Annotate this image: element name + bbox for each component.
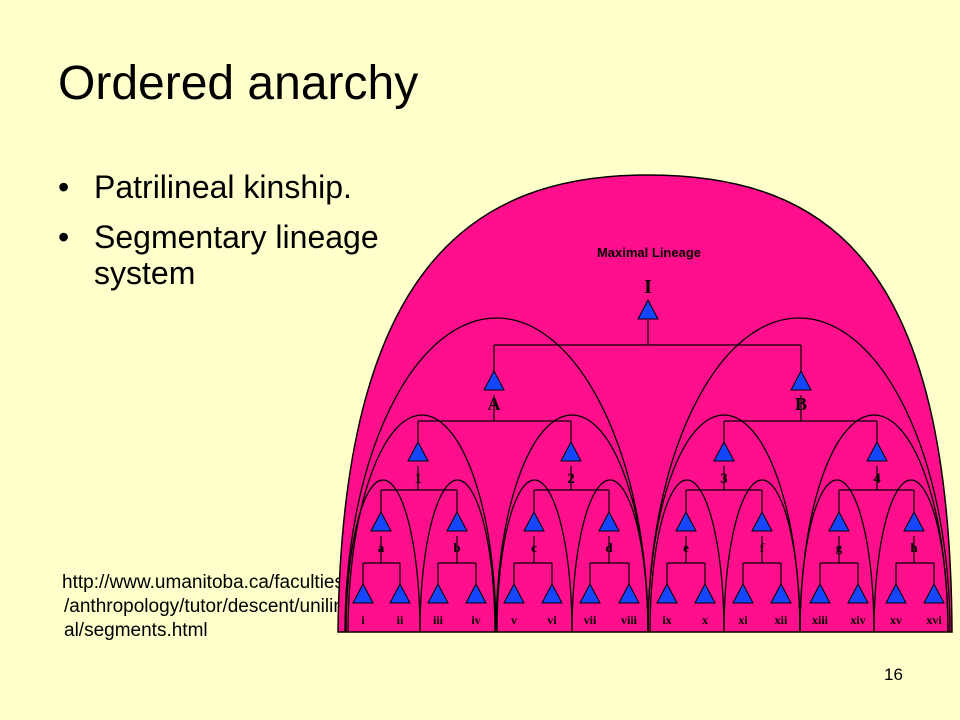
minimal-segment-arch: [649, 479, 725, 633]
source-url: http://www.umanitoba.ca/faculties/arts /…: [62, 571, 372, 642]
leaf-lineage-marker: [923, 582, 945, 604]
leaf-lineage-label: iii: [433, 613, 444, 627]
slide-title: Ordered anarchy: [58, 57, 419, 110]
leaf-lineage-marker: [770, 582, 792, 604]
minor-lineage-marker: [713, 440, 735, 462]
minimal-segment-arch: [723, 479, 801, 633]
leaf-lineage-marker: [618, 582, 640, 604]
leaf-lineage-label: xiii: [812, 613, 829, 627]
leaf-lineage-label: xii: [775, 613, 788, 627]
leaf-lineage-marker: [503, 582, 525, 604]
minor-segment-arch: [347, 414, 497, 633]
major-segment-arch: [344, 317, 649, 633]
leaf-lineage-label: xvi: [926, 613, 942, 627]
leaf-lineage-marker: [656, 582, 678, 604]
maximal-lineage-heading: Maximal Lineage: [597, 245, 701, 260]
minimal-lineage-marker: [675, 510, 697, 532]
minimal-segment-arch: [496, 479, 573, 633]
url-line: /anthropology/tutor/descent/unilineal/se…: [64, 595, 372, 617]
leaf-lineage-label: xi: [738, 613, 748, 627]
leaf-lineage-label: vii: [584, 613, 597, 627]
leaf-lineage-label: xv: [890, 613, 902, 627]
minimal-segment-arch: [571, 479, 649, 633]
leaf-lineage-label: iv: [471, 613, 480, 627]
major-lineage-marker: [790, 369, 812, 391]
minimal-lineage-marker: [828, 510, 850, 532]
minor-lineage-marker: [560, 440, 582, 462]
minimal-segment-arch: [873, 479, 949, 633]
maximal-lineage-dome: [337, 174, 953, 633]
leaf-lineage-marker: [465, 582, 487, 604]
bullet-item: Patrilineal kinship.: [58, 169, 438, 206]
leaf-lineage-label: x: [702, 613, 708, 627]
url-line: al/segments.html: [64, 619, 208, 641]
bullet-item: Segmentary lineage system: [58, 219, 438, 292]
leaf-lineage-label: ix: [662, 613, 671, 627]
minimal-lineage-marker: [370, 510, 392, 532]
url-line: http://www.umanitoba.ca/faculties/arts: [62, 572, 372, 593]
leaf-lineage-label: ii: [397, 613, 404, 627]
minor-lineage-marker: [866, 440, 888, 462]
leaf-lineage-marker: [732, 582, 754, 604]
leaf-lineage-marker: [809, 582, 831, 604]
leaf-lineage-marker: [885, 582, 907, 604]
major-segment-arch: [647, 317, 951, 633]
minimal-lineage-marker: [523, 510, 545, 532]
leaf-lineage-marker: [427, 582, 449, 604]
minimal-segment-arch: [345, 479, 421, 633]
minor-lineage-marker: [407, 440, 429, 462]
leaf-lineage-label: v: [511, 613, 517, 627]
minimal-segment-arch: [419, 479, 496, 633]
minor-segment-arch: [799, 414, 949, 633]
minimal-lineage-marker: [903, 510, 925, 532]
slide-number: 16: [884, 665, 903, 684]
minor-segment-arch: [495, 414, 649, 633]
minor-segment-arch: [647, 414, 801, 633]
minimal-lineage-marker: [751, 510, 773, 532]
leaf-lineage-label: xiv: [850, 613, 865, 627]
leaf-lineage-marker: [389, 582, 411, 604]
minimal-segment-arch: [799, 479, 875, 633]
leaf-lineage-marker: [541, 582, 563, 604]
minimal-lineage-marker: [598, 510, 620, 532]
root-lineage-marker: [637, 298, 659, 320]
major-lineage-marker: [483, 369, 505, 391]
bullet-list: Patrilineal kinship. Segmentary lineage …: [58, 169, 438, 305]
leaf-lineage-marker: [694, 582, 716, 604]
leaf-lineage-label: i: [361, 613, 365, 627]
leaf-lineage-marker: [579, 582, 601, 604]
minimal-lineage-marker: [446, 510, 468, 532]
leaf-lineage-marker: [352, 582, 374, 604]
root-lineage-label: I: [644, 276, 652, 298]
leaf-lineage-label: vi: [547, 613, 557, 627]
leaf-lineage-marker: [847, 582, 869, 604]
leaf-lineage-label: viii: [621, 613, 638, 627]
